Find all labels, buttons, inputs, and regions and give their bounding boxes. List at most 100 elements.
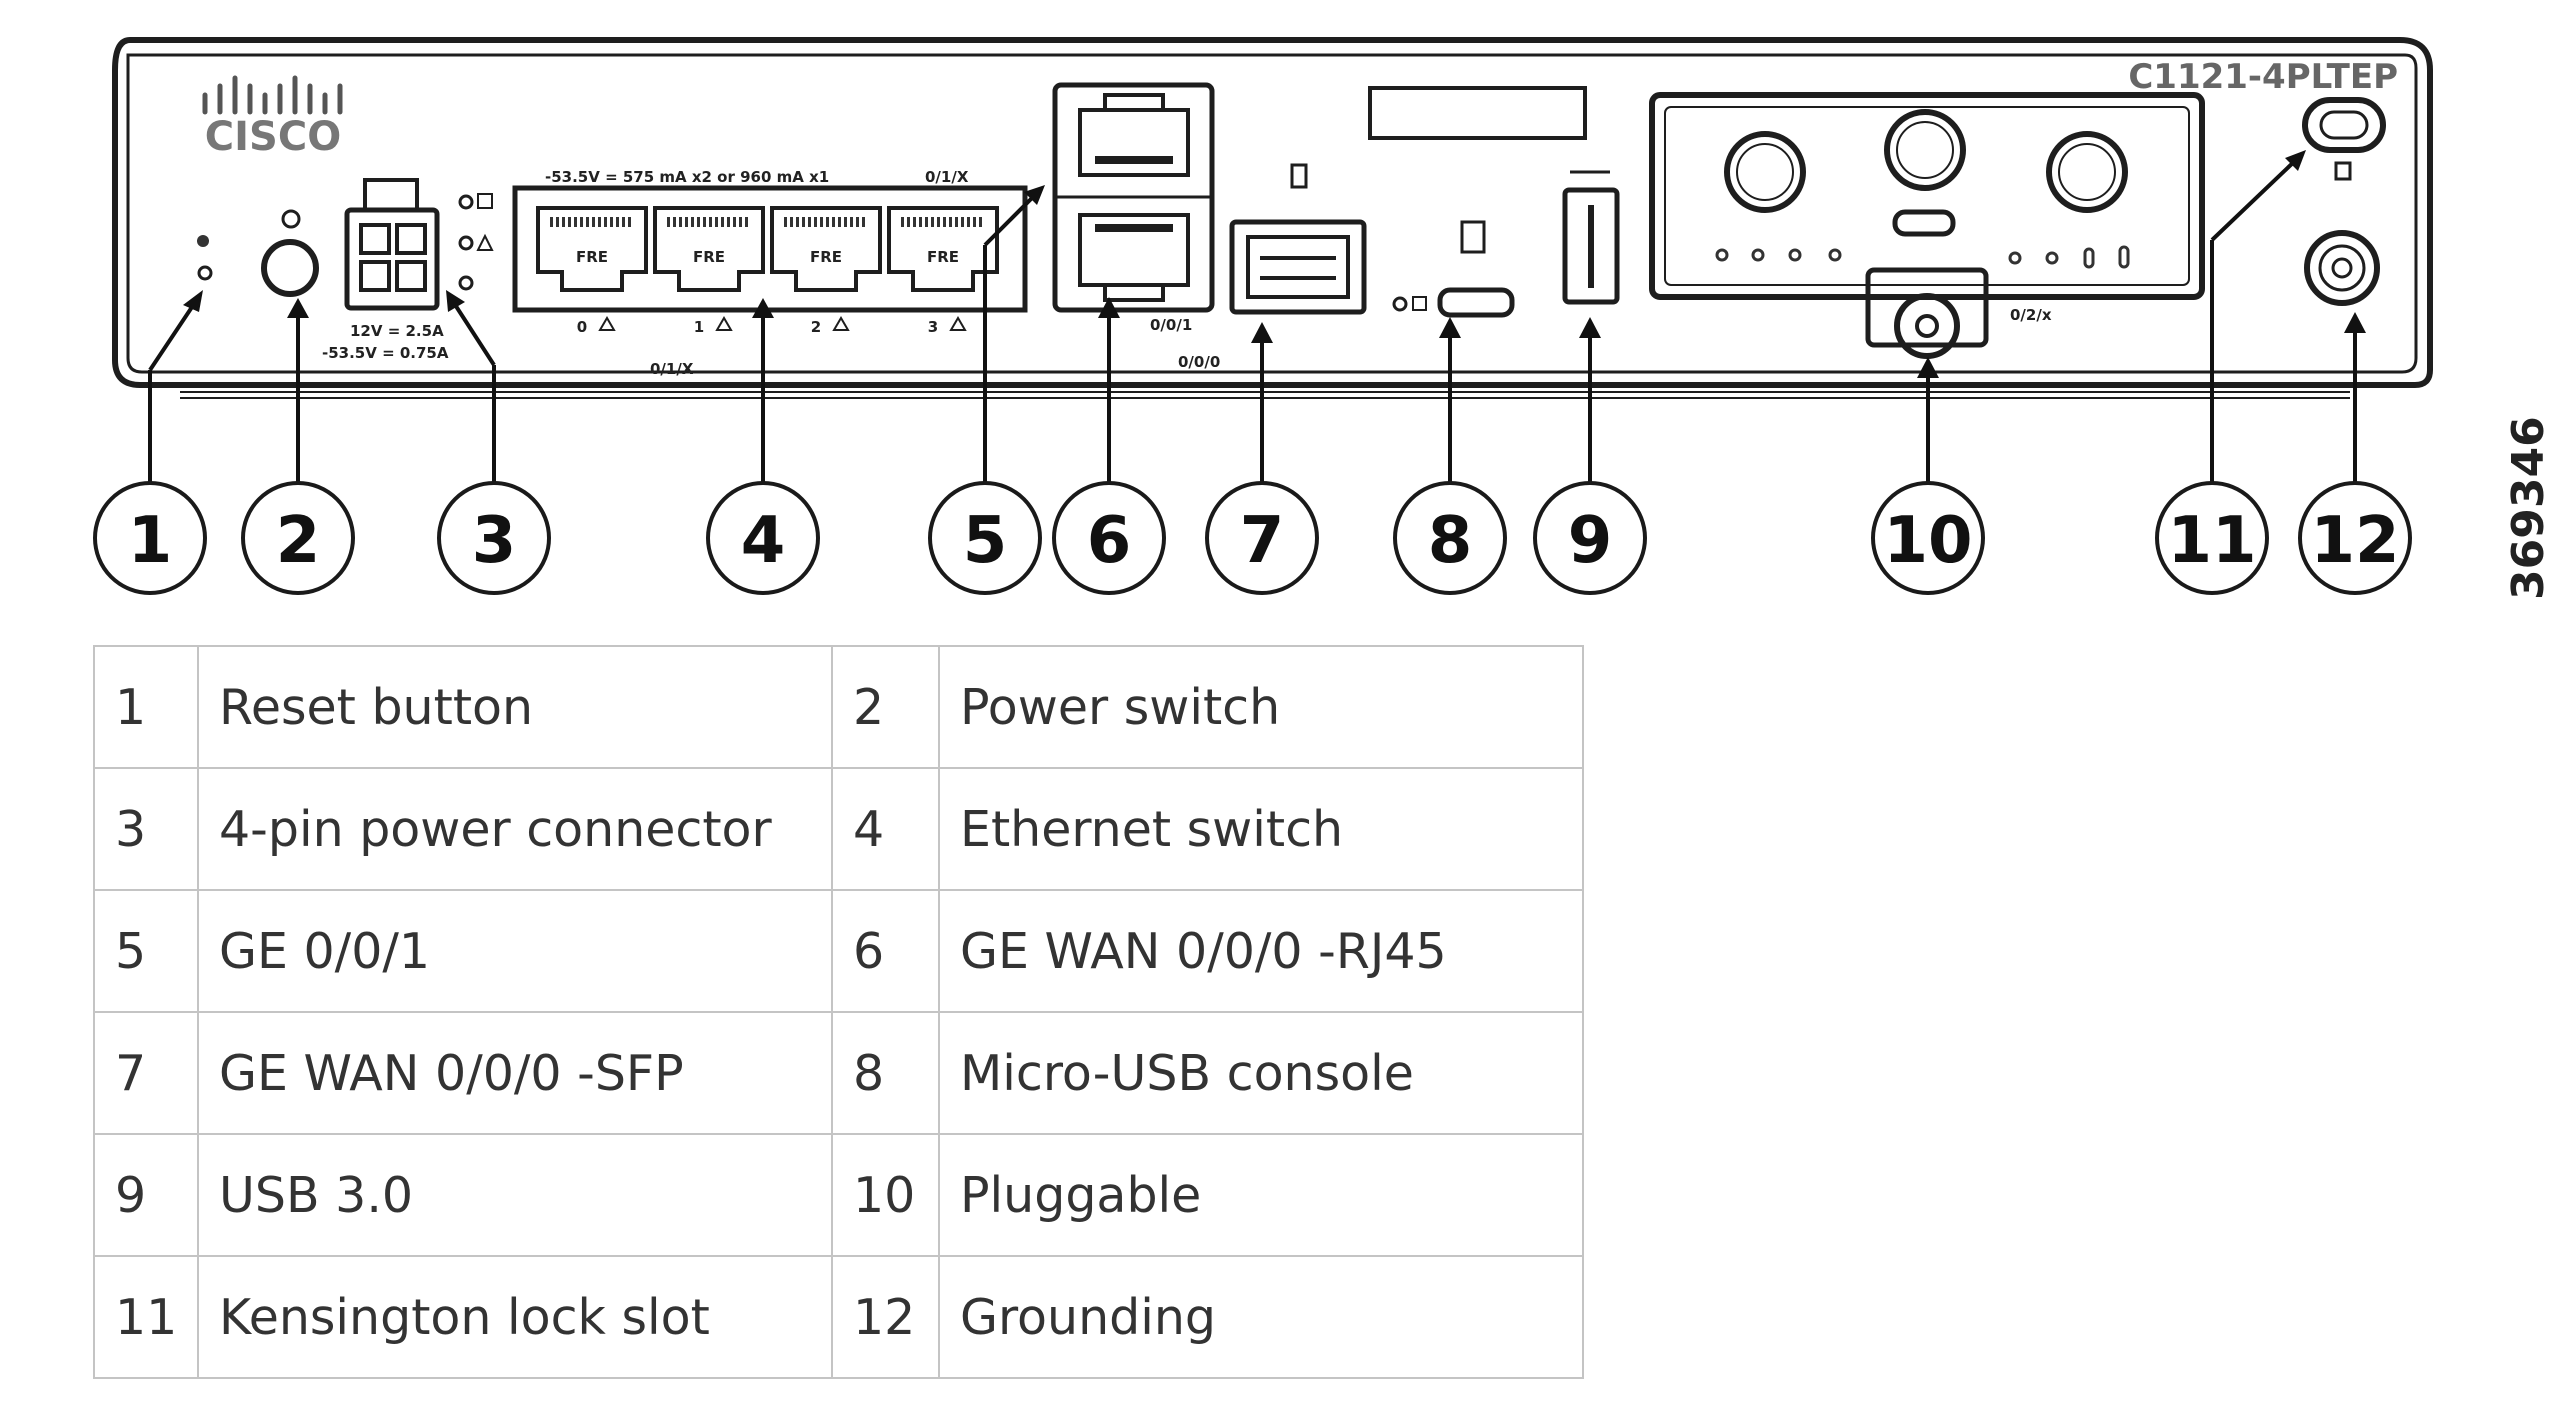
callout-1: 1 xyxy=(93,481,207,595)
power-switch xyxy=(261,209,319,297)
legend-description: GE WAN 0/0/0 -RJ45 xyxy=(938,889,1584,1013)
legend-description: Grounding xyxy=(938,1255,1584,1379)
callout-number: 8 xyxy=(1428,504,1473,578)
ethernet-port: FRE 2 xyxy=(770,206,882,336)
grounding-point xyxy=(2304,230,2380,306)
ge-port-stack: 0/0/1 xyxy=(1052,82,1215,334)
callout-number: 5 xyxy=(963,504,1008,578)
legend-description: Micro-USB console xyxy=(938,1011,1584,1135)
lan-group-label: 0/1/X xyxy=(925,168,969,186)
callout-number: 11 xyxy=(2167,504,2256,578)
legend-number: 6 xyxy=(831,889,940,1013)
router-chassis xyxy=(112,37,2433,399)
callout-circle xyxy=(1533,481,1647,595)
poe-rating-label: -53.5V = 0.75A xyxy=(322,344,449,362)
callout-circle xyxy=(2155,481,2269,595)
poe-bottom-label: 0/1/X xyxy=(650,360,694,378)
figure-id: 369346 xyxy=(2503,416,2554,600)
legend-description: Reset button xyxy=(197,645,833,769)
micro-usb-console xyxy=(1368,86,1587,318)
callout-circle xyxy=(437,481,551,595)
callout-7: 7 xyxy=(1205,481,1319,595)
pluggable-label: 0/2/x xyxy=(2010,306,2052,324)
pluggable-module: 0/2/x xyxy=(1649,92,2205,359)
legend-number: 2 xyxy=(831,645,940,769)
callout-number: 2 xyxy=(276,504,321,578)
legend-description: Kensington lock slot xyxy=(197,1255,833,1379)
callout-circle xyxy=(93,481,207,595)
callout-number: 3 xyxy=(472,504,517,578)
callout-circle xyxy=(2298,481,2412,595)
callout-circle xyxy=(706,481,820,595)
callout-number: 1 xyxy=(128,504,173,578)
legend-number: 7 xyxy=(93,1011,199,1135)
legend-number: 10 xyxy=(831,1133,940,1257)
callout-circle xyxy=(1205,481,1319,595)
legend-number: 12 xyxy=(831,1255,940,1379)
legend-number: 5 xyxy=(93,889,199,1013)
usb-port xyxy=(1562,170,1620,305)
callout-4: 4 xyxy=(706,481,820,595)
callout-12: 12 xyxy=(2298,481,2412,595)
callout-10: 10 xyxy=(1871,481,1985,595)
callout-circle xyxy=(1871,481,1985,595)
port-badge: FRE xyxy=(576,248,608,266)
power-connector: 12V = 2.5A -53.5V = 0.75A xyxy=(322,178,449,362)
callout-circle xyxy=(241,481,355,595)
legend-description: USB 3.0 xyxy=(197,1133,833,1257)
poe-budget-label: -53.5V = 575 mA x2 or 960 mA x1 xyxy=(545,168,829,186)
port-badge: FRE xyxy=(693,248,725,266)
port-badge: FRE xyxy=(810,248,842,266)
sfp-label: 0/0/0 xyxy=(1178,353,1220,371)
callout-circle xyxy=(928,481,1042,595)
legend-number: 8 xyxy=(831,1011,940,1135)
ethernet-switch-ports: FRE 0 FRE 1 FRE 2 FRE 3 xyxy=(512,185,1028,336)
callout-leaders xyxy=(148,150,2366,490)
legend-number: 1 xyxy=(93,645,199,769)
callout-number: 9 xyxy=(1568,504,1613,578)
callout-number: 4 xyxy=(741,504,786,578)
callout-5: 5 xyxy=(928,481,1042,595)
legend-description: Ethernet switch xyxy=(938,767,1584,891)
legend-number: 11 xyxy=(93,1255,199,1379)
callout-9: 9 xyxy=(1533,481,1647,595)
legend-description: GE WAN 0/0/0 -SFP xyxy=(197,1011,833,1135)
callout-3: 3 xyxy=(437,481,551,595)
legend-number: 3 xyxy=(93,767,199,891)
legend-description: GE 0/0/1 xyxy=(197,889,833,1013)
callout-circle xyxy=(1393,481,1507,595)
callout-number: 10 xyxy=(1883,504,1972,578)
callout-6: 6 xyxy=(1052,481,1166,595)
callout-2: 2 xyxy=(241,481,355,595)
model-label: C1121-4PLTEP xyxy=(2128,57,2398,97)
port-number-label: 0 xyxy=(577,318,587,336)
legend-description: 4-pin power connector xyxy=(197,767,833,891)
power-rating-label: 12V = 2.5A xyxy=(350,322,444,340)
kensington-lock-slot xyxy=(2302,97,2386,181)
cisco-logo: CISCO xyxy=(202,75,343,160)
port-badge: FRE xyxy=(927,248,959,266)
callout-number: 7 xyxy=(1240,504,1285,578)
router-rear-panel-diagram: CISCO C1121-4PLTEP 12V = 2.5A -53.5V = 0… xyxy=(93,37,2554,600)
callout-circle xyxy=(1052,481,1166,595)
legend-description: Pluggable xyxy=(938,1133,1584,1257)
legend-description: Power switch xyxy=(938,645,1584,769)
callout-number: 12 xyxy=(2310,504,2399,578)
sfp-port: 0/0/0 xyxy=(1178,163,1367,371)
port-number-label: 1 xyxy=(694,318,704,336)
reset-button xyxy=(197,235,213,281)
ethernet-port: FRE 0 xyxy=(536,206,648,336)
port-number-label: 2 xyxy=(811,318,821,336)
ethernet-port: FRE 3 xyxy=(887,206,999,336)
legend-number: 4 xyxy=(831,767,940,891)
ethernet-port: FRE 1 xyxy=(653,206,765,336)
callout-8: 8 xyxy=(1393,481,1507,595)
port-number-label: 3 xyxy=(928,318,938,336)
cisco-wordmark: CISCO xyxy=(205,114,341,160)
